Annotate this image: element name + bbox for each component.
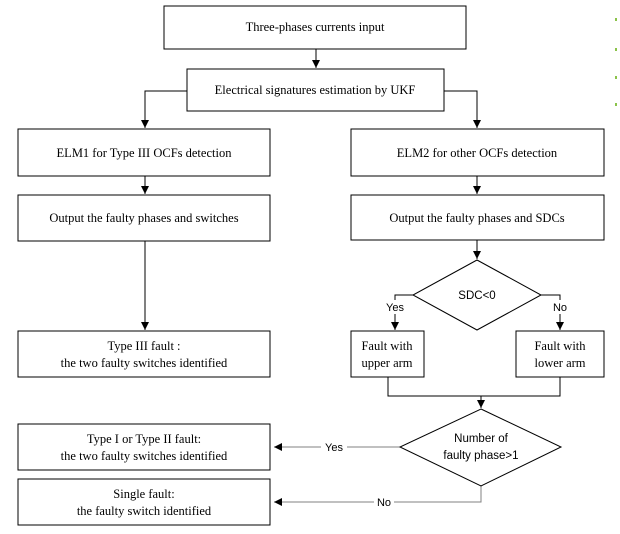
label-number-no: No <box>377 497 391 509</box>
label-sdc-no: No <box>553 302 567 314</box>
edge-mark <box>615 103 617 106</box>
edge-mark <box>615 48 617 51</box>
box-upper-line2: upper arm <box>361 356 412 370</box>
box-lower-line1: Fault with <box>534 339 586 353</box>
arrow-sdc-no <box>541 294 564 330</box>
decision-number-line2: faulty phase>1 <box>443 450 518 462</box>
box-ukf: Electrical signatures estimation by UKF <box>186 68 445 112</box>
box-type12: Type I or Type II fault: the two faulty … <box>17 423 271 471</box>
decision-number: Number of faulty phase>1 <box>398 408 563 487</box>
box-upper: Fault with upper arm <box>350 330 425 378</box>
box-out1: Output the faulty phases and switches <box>17 194 271 242</box>
box-single-line2: the faulty switch identified <box>77 504 212 518</box>
label-sdc-yes: Yes <box>386 302 404 314</box>
arrow-sdc-yes <box>391 294 413 330</box>
box-elm2-text: ELM2 for other OCFs detection <box>397 146 558 160</box>
box-lower: Fault with lower arm <box>515 330 605 378</box>
box-lower-line2: lower arm <box>534 356 585 370</box>
box-elm1-text: ELM1 for Type III OCFs detection <box>57 146 233 160</box>
arrow-ukf-to-elm2 <box>444 90 481 128</box>
line-lower-merge <box>481 377 561 397</box>
box-type3: Type III fault : the two faulty switches… <box>17 330 271 378</box>
edge-mark <box>615 76 617 79</box>
arrow-ukf-to-elm1 <box>141 90 187 128</box>
box-elm1: ELM1 for Type III OCFs detection <box>17 128 271 177</box>
box-single-line1: Single fault: <box>113 487 174 501</box>
arrow-number-no <box>274 486 482 506</box>
box-out2: Output the faulty phases and SDCs <box>350 194 605 241</box>
box-upper-line1: Fault with <box>361 339 413 353</box>
edge-marks <box>615 18 617 106</box>
label-number-yes: Yes <box>325 442 343 454</box>
edge-mark <box>615 18 617 21</box>
decision-sdc: SDC<0 <box>411 259 543 331</box>
box-input: Three-phases currents input <box>163 5 467 50</box>
box-elm2: ELM2 for other OCFs detection <box>350 128 605 177</box>
box-type12-line2: the two faulty switches identified <box>61 449 228 463</box>
box-type12-line1: Type I or Type II fault: <box>87 432 201 446</box>
box-single: Single fault: the faulty switch identifi… <box>17 478 271 526</box>
edge-labels: Yes No Yes No <box>321 300 570 509</box>
box-type3-line1: Type III fault : <box>107 339 180 353</box>
box-input-text: Three-phases currents input <box>246 20 385 34</box>
box-out2-text: Output the faulty phases and SDCs <box>389 211 564 225</box>
decision-sdc-text: SDC<0 <box>458 290 495 302</box>
decision-number-line1: Number of <box>454 433 508 445</box>
box-type3-line2: the two faulty switches identified <box>61 356 228 370</box>
line-upper-merge <box>387 377 481 397</box>
box-ukf-text: Electrical signatures estimation by UKF <box>215 83 416 97</box>
box-out1-text: Output the faulty phases and switches <box>49 211 238 225</box>
